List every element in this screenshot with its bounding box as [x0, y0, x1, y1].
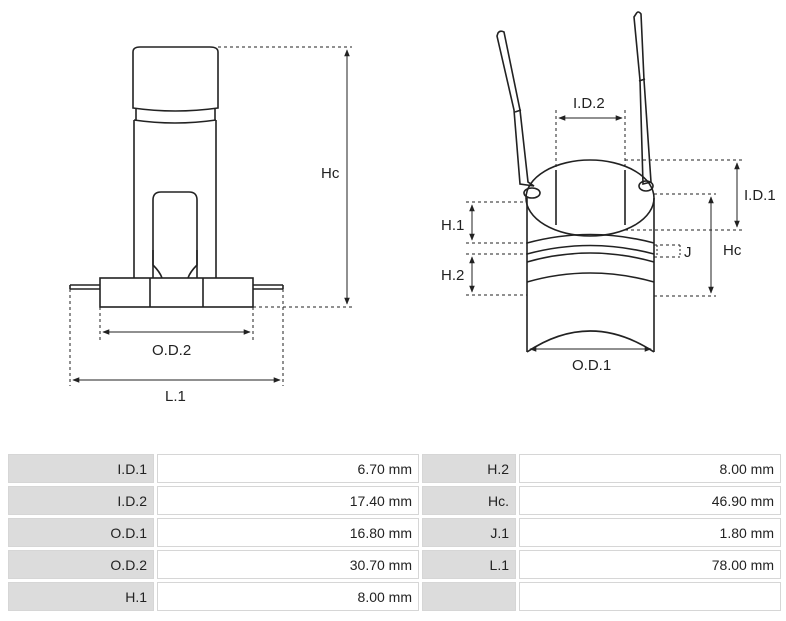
top-cap — [132, 46, 219, 112]
spec-value — [519, 582, 781, 611]
flange — [99, 277, 254, 308]
spec-label: J.1 — [422, 518, 516, 547]
left-lead-sleeve — [514, 109, 522, 113]
spec-label: L.1 — [422, 550, 516, 579]
spec-label: I.D.2 — [8, 486, 154, 515]
spec-value: 46.90 mm — [519, 486, 781, 515]
spec-value: 1.80 mm — [519, 518, 781, 547]
collar — [135, 108, 216, 120]
h2-label: H.2 — [441, 267, 464, 284]
j-label: J — [684, 244, 692, 261]
spec-label — [422, 582, 516, 611]
right-lead-sleeve — [638, 78, 646, 82]
right-dimensions — [466, 110, 742, 354]
spec-label: Hc. — [422, 486, 516, 515]
left-dimensions — [69, 46, 352, 386]
body-slot — [152, 191, 198, 278]
right-pin — [253, 284, 284, 290]
band-3 — [526, 252, 655, 263]
id2-label: I.D.2 — [573, 95, 605, 112]
flange-center — [149, 278, 204, 307]
right-lead — [633, 11, 652, 186]
spec-value: 16.80 mm — [157, 518, 419, 547]
collar-band — [133, 119, 217, 124]
h1-label: H.1 — [441, 217, 464, 234]
slot-taper — [152, 250, 198, 279]
right-lead-tip — [638, 180, 654, 192]
spec-label: O.D.1 — [8, 518, 154, 547]
spec-value: 17.40 mm — [157, 486, 419, 515]
ring-top — [525, 159, 655, 237]
spec-label: H.1 — [8, 582, 154, 611]
id1-label: I.D.1 — [744, 187, 776, 204]
slip-ring-side-view — [69, 46, 284, 308]
j-box — [656, 245, 681, 257]
spec-value: 30.70 mm — [157, 550, 419, 579]
body-shaft — [133, 120, 217, 278]
band-4 — [526, 272, 655, 283]
spec-value: 6.70 mm — [157, 454, 419, 483]
spec-label: O.D.2 — [8, 550, 154, 579]
bottom-edge — [526, 330, 655, 353]
hc-label-left: Hc — [321, 165, 340, 182]
hc-label-right: Hc — [723, 242, 742, 259]
band-2 — [526, 244, 655, 255]
od1-label: O.D.1 — [572, 357, 611, 374]
spec-value: 8.00 mm — [157, 582, 419, 611]
technical-drawing: Hc O.D.2 L.1 — [69, 11, 776, 405]
spec-label: H.2 — [422, 454, 516, 483]
spec-value: 8.00 mm — [519, 454, 781, 483]
od2-label: O.D.2 — [152, 342, 191, 359]
spec-value: 78.00 mm — [519, 550, 781, 579]
slip-ring-perspective — [496, 11, 655, 353]
ring-bore — [555, 170, 626, 225]
l1-label: L.1 — [165, 388, 186, 405]
left-lead-tip — [523, 187, 541, 199]
left-pin — [69, 284, 100, 290]
band-1 — [526, 233, 655, 244]
left-lead — [496, 30, 535, 187]
spec-label: I.D.1 — [8, 454, 154, 483]
